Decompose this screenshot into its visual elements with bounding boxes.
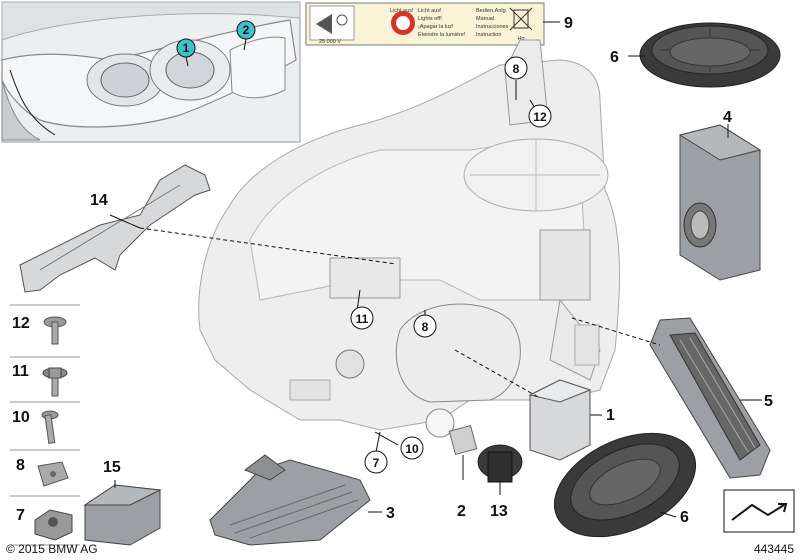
hg-label: Hg bbox=[517, 36, 524, 42]
panel-label-11: 11 bbox=[12, 363, 29, 380]
panel-label-8: 8 bbox=[16, 457, 25, 474]
warning-label-part: 25 000 V Licht aus! Licht aus! Licht aus… bbox=[305, 2, 545, 46]
callout-10: 10 bbox=[405, 442, 419, 456]
screw-11 bbox=[42, 367, 68, 397]
panel-label-10: 10 bbox=[12, 409, 30, 426]
part-15-box bbox=[83, 484, 162, 546]
panel-label-12: 12 bbox=[12, 315, 30, 332]
arrow-icon bbox=[731, 503, 785, 521]
diagram-id: 443445 bbox=[754, 542, 794, 556]
callout-2: 2 bbox=[457, 503, 466, 520]
direction-arrow-box bbox=[723, 489, 795, 533]
callout-15: 15 bbox=[103, 459, 121, 476]
circle-callout-8-lower bbox=[413, 314, 437, 338]
clip-8 bbox=[37, 461, 69, 487]
screw-10 bbox=[41, 410, 59, 444]
lamp-warning-icon bbox=[316, 14, 332, 34]
inset-marker-1-label: 1 bbox=[183, 41, 190, 55]
part-14-bracket bbox=[19, 164, 211, 293]
callout-6-bottom: 6 bbox=[680, 509, 689, 526]
circle-callout-7 bbox=[364, 450, 388, 474]
fastener-panel: 12 11 10 8 7 bbox=[10, 304, 80, 546]
part-5-cover bbox=[649, 317, 771, 479]
copyright-text: © 2015 BMW AG bbox=[6, 542, 98, 556]
warn-text-en: Lights off! bbox=[418, 16, 442, 22]
callout-13: 13 bbox=[490, 503, 508, 520]
callouts: 9 6 4 5 6 1 2 13 3 15 14 7 10 8 11 8 12 bbox=[90, 15, 773, 526]
manual-text-en: Manual bbox=[476, 16, 494, 22]
part-3-heatsink bbox=[209, 454, 371, 546]
part-2-bulb bbox=[425, 408, 478, 456]
callout-11: 11 bbox=[356, 312, 369, 326]
nut-7 bbox=[34, 509, 73, 541]
callout-3: 3 bbox=[386, 505, 395, 522]
warn-text-es: ¡Apagar la luz! bbox=[418, 24, 454, 30]
callout-5: 5 bbox=[764, 393, 773, 410]
circle-callout-10 bbox=[400, 436, 424, 460]
warn-text-line1: Licht aus! bbox=[418, 8, 442, 14]
warn-text-fr: Éteindre la lumière! bbox=[418, 31, 466, 38]
callout-9: 9 bbox=[564, 15, 573, 32]
manual-text-es: Instrucciones bbox=[476, 24, 509, 30]
circle-callout-12 bbox=[528, 104, 552, 128]
part-13-cap bbox=[477, 444, 523, 483]
callout-6-top: 6 bbox=[610, 49, 619, 66]
callout-12: 12 bbox=[533, 110, 547, 124]
screw-12 bbox=[43, 316, 67, 345]
callout-8-upper: 8 bbox=[513, 62, 520, 76]
inset-marker-2-label: 2 bbox=[243, 23, 250, 37]
callout-7: 7 bbox=[373, 456, 380, 470]
circle-callout-11 bbox=[350, 306, 374, 330]
manual-text-de: Bedien.Anlg. bbox=[476, 8, 508, 14]
part-1-module bbox=[528, 379, 592, 461]
part-6-cap-top bbox=[639, 22, 781, 88]
callout-1: 1 bbox=[606, 407, 615, 424]
panel-label-7: 7 bbox=[16, 507, 25, 524]
warn-text-de: Licht aus! bbox=[390, 8, 414, 14]
vehicle-inset: 1 2 bbox=[1, 1, 301, 143]
manual-text-fr: Instruction bbox=[476, 32, 501, 38]
voltage-label: 25 000 V bbox=[319, 39, 341, 45]
callout-4: 4 bbox=[723, 109, 732, 126]
crossed-bin-icon bbox=[509, 7, 533, 31]
callout-8-lower: 8 bbox=[422, 320, 429, 334]
circle-callout-8-upper bbox=[504, 56, 528, 80]
headlight-housing bbox=[198, 39, 620, 431]
callout-14: 14 bbox=[90, 192, 108, 209]
part-4-control-unit bbox=[678, 124, 762, 281]
part-6-cap-bottom bbox=[553, 432, 697, 538]
